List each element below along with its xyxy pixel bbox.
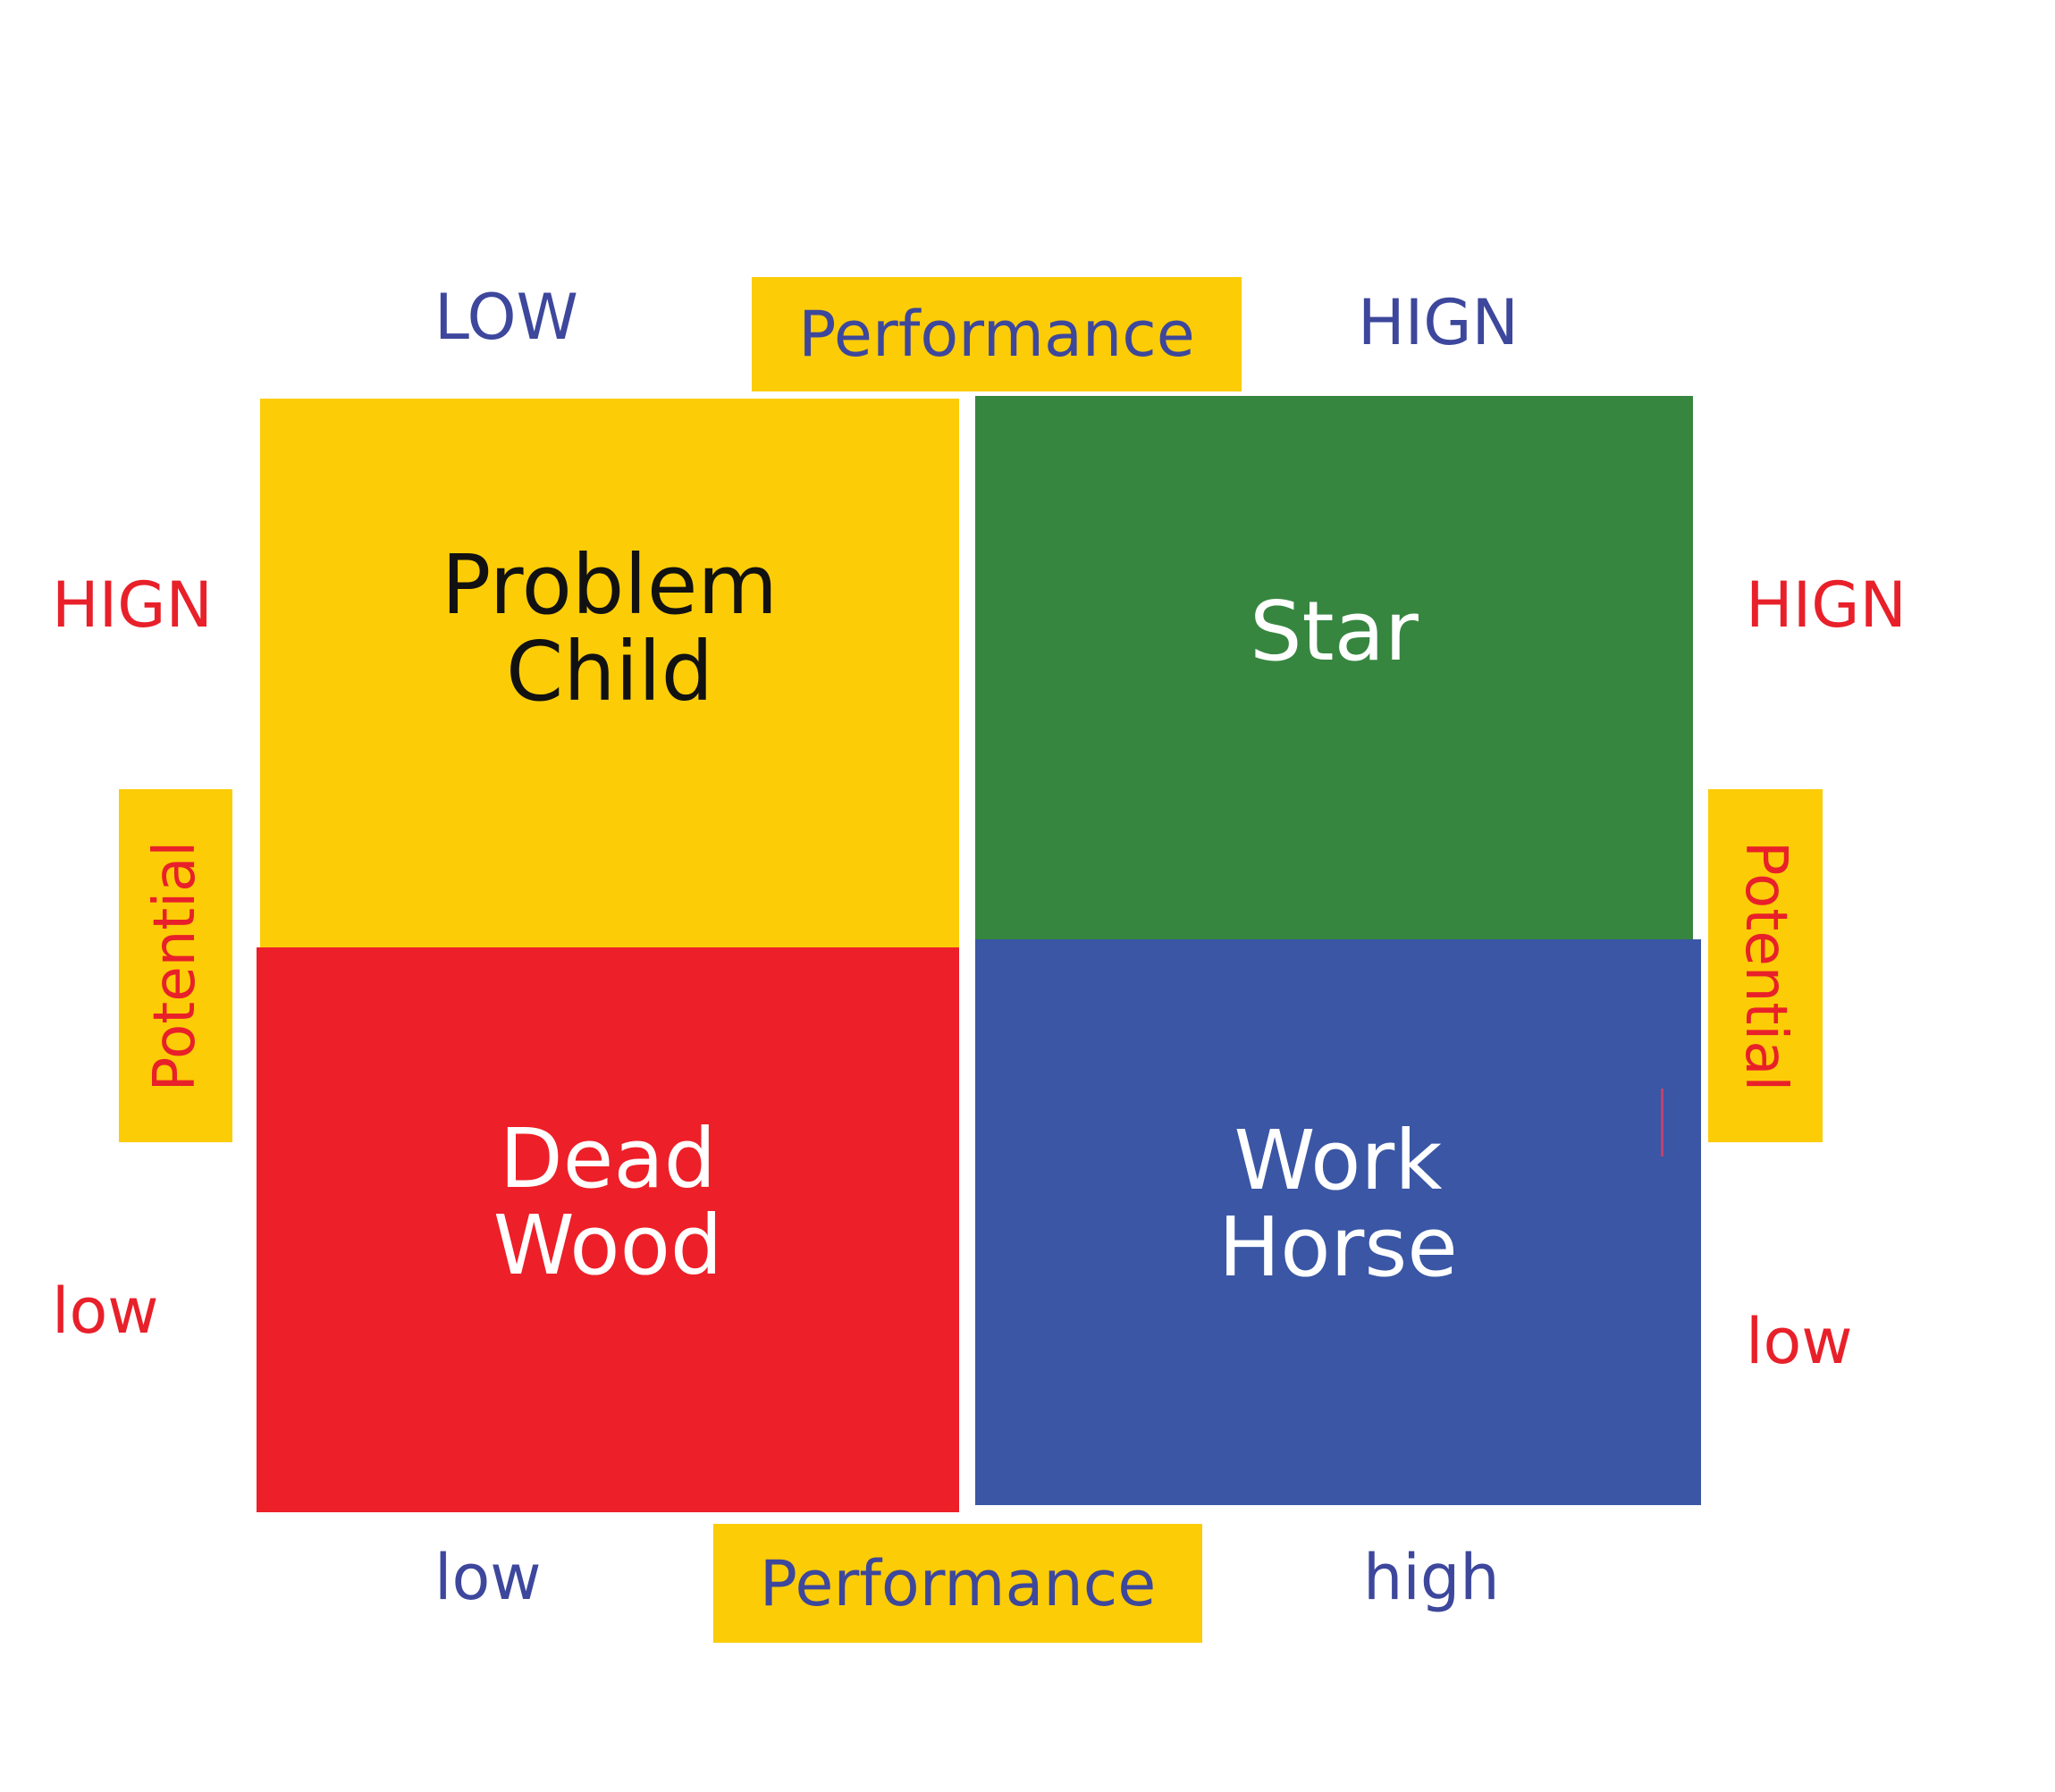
quadrant-problem-child: Problem Child xyxy=(260,399,959,948)
potential-axis-title-text: Potential xyxy=(142,840,209,1091)
quadrant-star: Star xyxy=(975,396,1693,948)
stray-line-mark xyxy=(1661,1089,1663,1157)
performance-high-label-top: HIGN xyxy=(1358,286,1519,359)
performance-low-label-top: LOW xyxy=(434,281,578,354)
performance-low-label-bottom: low xyxy=(434,1541,542,1614)
potential-low-label-right: low xyxy=(1746,1305,1853,1378)
quadrant-label-line: Work xyxy=(1234,1112,1443,1208)
potential-high-label-right: HIGN xyxy=(1746,568,1907,642)
quadrant-dead-wood: Dead Wood xyxy=(257,947,959,1512)
performance-axis-title-top: Performance xyxy=(752,277,1242,391)
performance-high-label-bottom: high xyxy=(1363,1541,1500,1614)
quadrant-label-line: Dead xyxy=(499,1111,717,1207)
quadrant-label-line: Horse xyxy=(1218,1199,1458,1295)
performance-axis-title-bottom: Performance xyxy=(713,1524,1202,1643)
quadrant-label-line: Wood xyxy=(493,1198,723,1293)
potential-high-label-left: HIGN xyxy=(52,568,213,642)
potential-axis-title-text: Potential xyxy=(1732,840,1798,1091)
quadrant-label-line: Problem xyxy=(441,536,779,633)
quadrant-work-horse: Work Horse xyxy=(975,939,1701,1505)
performance-axis-title-text: Performance xyxy=(759,1546,1157,1620)
quadrant-label-line: Star xyxy=(1250,583,1419,679)
potential-low-label-left: low xyxy=(52,1275,159,1348)
quadrant-label-line: Child xyxy=(505,623,714,719)
performance-axis-title-text: Performance xyxy=(798,298,1195,371)
potential-axis-title-right: Potential xyxy=(1708,789,1823,1142)
potential-axis-title-left: Potential xyxy=(119,789,232,1142)
